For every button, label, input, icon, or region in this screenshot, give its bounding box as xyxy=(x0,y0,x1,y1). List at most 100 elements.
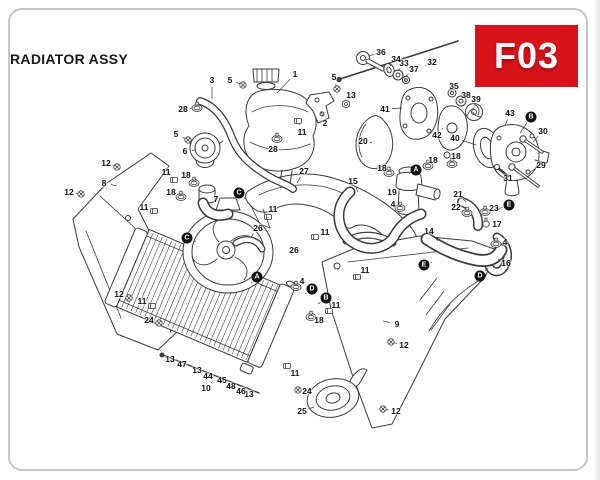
callout-43: 43 xyxy=(505,107,515,118)
horn-25 xyxy=(306,368,368,418)
leader-line xyxy=(398,188,402,191)
leader-line xyxy=(460,98,463,101)
leader-line xyxy=(208,202,211,204)
callout-11: 11 xyxy=(360,264,370,275)
leader-line xyxy=(397,68,401,72)
callout-18: 18 xyxy=(377,162,387,173)
leader-line xyxy=(296,176,301,184)
leader-line xyxy=(484,267,489,272)
callout-26: 26 xyxy=(253,222,263,233)
page-title: RADIATOR ASSY xyxy=(10,51,128,67)
part-icon-clamp xyxy=(305,310,317,321)
leader-line xyxy=(529,168,536,173)
part-icon-nut xyxy=(342,99,350,109)
callout-20: 20 xyxy=(358,135,368,146)
callout-25: 25 xyxy=(297,405,307,416)
part-icon-clamp xyxy=(394,201,406,212)
callout-11: 11 xyxy=(331,299,341,310)
callout-12: 12 xyxy=(101,157,111,168)
leader-line xyxy=(355,187,359,193)
part-icon-clip xyxy=(294,118,302,124)
hose-14 xyxy=(420,232,508,267)
leader-line xyxy=(519,122,528,134)
hose-20 xyxy=(355,115,394,169)
radiator-core xyxy=(104,227,297,375)
bolt-line-10 xyxy=(159,352,260,394)
callout-18: 18 xyxy=(166,186,176,197)
callout-28: 28 xyxy=(268,143,278,154)
bracket-2 xyxy=(305,91,335,124)
callout-46: 46 xyxy=(236,385,246,396)
part-icon-clip xyxy=(148,303,156,309)
page-edge-shade xyxy=(593,0,600,480)
callout-36: 36 xyxy=(376,46,386,57)
callout-18: 18 xyxy=(451,150,461,161)
leader-line xyxy=(408,173,411,175)
bolt-32 xyxy=(336,40,459,83)
hose-3 xyxy=(196,97,297,193)
callout-26: 26 xyxy=(289,244,299,255)
part-icon-clamp xyxy=(479,205,491,216)
callout-19: 19 xyxy=(387,186,397,197)
callout-8: 8 xyxy=(101,177,107,188)
leader-line xyxy=(244,197,247,200)
leader-line xyxy=(462,198,467,203)
callout-18: 18 xyxy=(181,169,191,180)
leader-line xyxy=(441,127,444,130)
fastener-badge-D: D xyxy=(306,283,318,295)
callout-14: 14 xyxy=(424,225,434,236)
callout-3: 3 xyxy=(209,74,215,85)
part-icon-clip xyxy=(311,234,319,240)
callout-13: 13 xyxy=(165,353,175,364)
leader-line xyxy=(308,406,315,410)
callout-18: 18 xyxy=(314,314,324,325)
callout-18: 18 xyxy=(428,154,438,165)
callout-12: 12 xyxy=(114,288,124,299)
fastener-badge-A: A xyxy=(251,271,263,283)
callout-12: 12 xyxy=(64,186,74,197)
leader-line xyxy=(461,139,477,146)
leader-line xyxy=(368,53,375,57)
callout-11: 11 xyxy=(139,201,149,212)
callout-41: 41 xyxy=(380,103,390,114)
leader-line xyxy=(110,184,118,187)
callout-29: 29 xyxy=(536,159,546,170)
hose-16 xyxy=(484,232,512,277)
callout-2: 2 xyxy=(322,117,328,128)
part-icon-screw xyxy=(294,386,302,394)
part-icon-clamp xyxy=(175,190,187,201)
callout-13: 13 xyxy=(192,364,202,375)
callout-30: 30 xyxy=(538,125,548,136)
leader-line xyxy=(497,207,503,210)
callout-5: 5 xyxy=(173,128,179,139)
leader-line xyxy=(532,135,539,143)
callout-4: 4 xyxy=(299,275,305,286)
part-icon-screw xyxy=(125,294,133,302)
callout-38: 38 xyxy=(461,89,471,100)
callout-13: 13 xyxy=(346,89,356,100)
callout-34: 34 xyxy=(391,53,401,64)
part-icon-screw xyxy=(379,405,387,413)
part-icon-clip xyxy=(325,308,333,314)
fastener-badge-B: B xyxy=(525,111,537,123)
leader-line xyxy=(304,292,307,295)
part-icon-clip xyxy=(283,363,291,369)
leader-line xyxy=(382,320,391,323)
fastener-badge-A: A xyxy=(410,164,422,176)
fastener-badge-B: B xyxy=(320,292,332,304)
callout-5: 5 xyxy=(227,74,233,85)
callout-21: 21 xyxy=(453,188,463,199)
callout-33: 33 xyxy=(399,57,409,68)
callout-27: 27 xyxy=(299,165,309,176)
pipe-26-left xyxy=(232,236,266,253)
part-icon-screw xyxy=(239,81,247,89)
part-icon-clip xyxy=(170,177,178,183)
code-box: F03 xyxy=(475,25,578,87)
callout-42: 42 xyxy=(432,129,442,140)
callout-6: 6 xyxy=(182,145,188,156)
callout-11: 11 xyxy=(290,367,300,378)
callout-16: 16 xyxy=(501,257,511,268)
